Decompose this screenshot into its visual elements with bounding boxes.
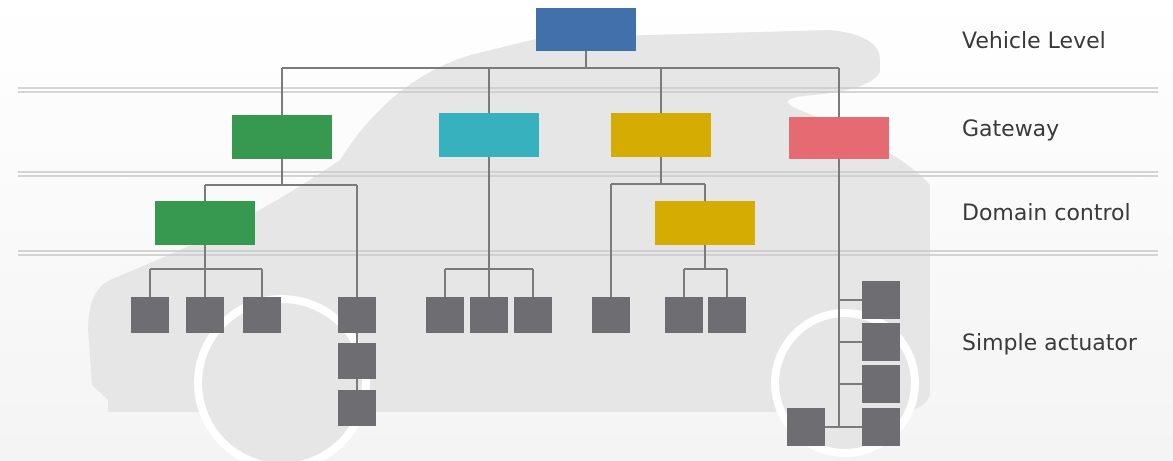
actuator-node (131, 297, 169, 333)
actuator-node (708, 297, 746, 333)
actuator-node (862, 281, 900, 319)
actuator-node (470, 297, 508, 333)
label-gateway: Gateway (962, 117, 1060, 142)
green-gateway-branch (204, 159, 358, 297)
actuator-node (592, 297, 630, 333)
domain-node-green (155, 201, 255, 245)
yellow-domain-branch (683, 245, 728, 297)
actuator-node (787, 408, 825, 446)
connectors (149, 51, 862, 428)
domain-node-yellow (655, 201, 755, 245)
actuator-node (186, 297, 224, 333)
car-silhouette (88, 30, 930, 461)
actuators (131, 281, 900, 446)
nodes (155, 8, 889, 245)
actuator-node (338, 297, 376, 333)
label-vehicle-level: Vehicle Level (962, 29, 1106, 54)
actuator-node (514, 297, 552, 333)
actuator-node (338, 343, 376, 379)
actuator-node (862, 408, 900, 446)
gateway-node-green (232, 115, 332, 159)
green-domain-branch (149, 245, 263, 297)
actuator-node (862, 365, 900, 403)
actuator-node (862, 323, 900, 361)
vehicle-level-node (536, 8, 636, 51)
label-domain-control: Domain control (962, 201, 1131, 226)
actuator-node (338, 390, 376, 426)
yellow-gateway-branch (610, 157, 706, 297)
label-simple-actuator: Simple actuator (962, 331, 1137, 356)
actuator-node (665, 297, 703, 333)
gateway-node-red (789, 117, 889, 159)
rear-wheel (202, 303, 362, 461)
actuator-node (426, 297, 464, 333)
vehicle-bus (281, 51, 840, 117)
gateway-node-teal (439, 113, 539, 157)
gateway-node-yellow (611, 113, 711, 157)
actuator-node (243, 297, 281, 333)
red-gateway-branch (825, 159, 862, 428)
teal-gateway-branch (444, 157, 534, 297)
level-separators (18, 87, 1158, 256)
